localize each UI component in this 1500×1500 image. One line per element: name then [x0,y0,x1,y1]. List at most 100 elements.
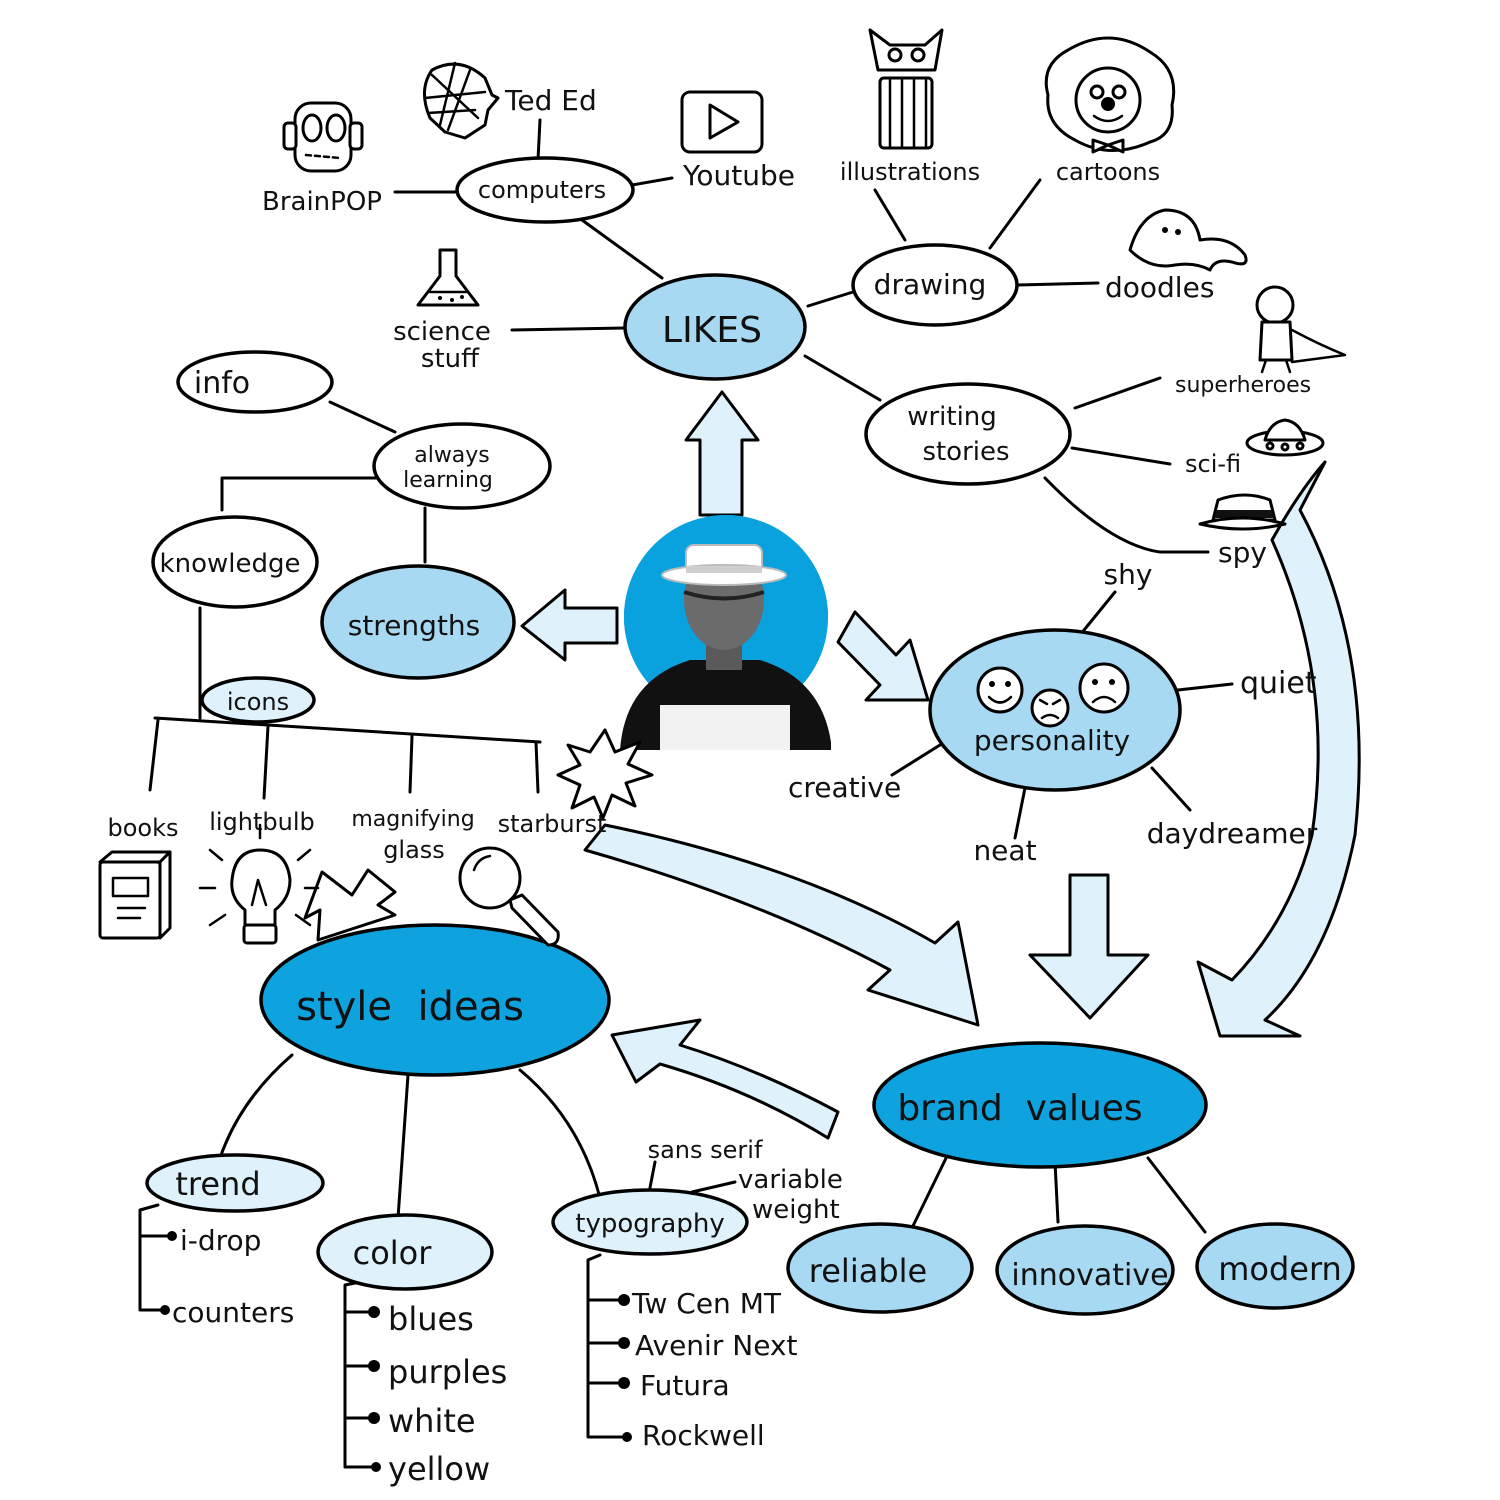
color-item-3: white [388,1402,476,1440]
modern-bubble [1195,1222,1355,1310]
arrow-left-to-strengths [520,588,619,662]
always-learning-label-1: always [414,443,490,468]
illustrations-label: illustrations [840,158,980,186]
likes-bubble [623,273,807,381]
face-icons [976,662,1130,728]
arrow-right-curve [1196,460,1361,1038]
writing-bubble [864,382,1072,486]
shy-label: shy [1104,558,1153,591]
color-item-2: purples [388,1353,507,1391]
arrow-down-to-brand [1028,873,1150,1020]
magnifying-label-2: glass [383,836,445,864]
writing-label-1: writing [907,402,997,432]
flow-arrows [303,390,1361,1140]
variable-label-1: variable [738,1165,843,1195]
trend-item-1: i-drop [180,1224,261,1257]
icons-label: icons [227,688,289,716]
neat-label: neat [973,834,1036,867]
color-label: color [353,1234,433,1272]
strengths-cluster: strengths always learning info knowledge… [107,350,607,864]
style-ideas-cluster: style ideas trend i-drop counters color … [145,923,843,1488]
ted-head-icon [423,61,500,140]
reliable-bubble [786,1222,974,1314]
info-label: info [194,366,250,401]
drawing-bubble [851,243,1019,327]
lightbulb-icon [198,823,320,945]
typography-item-2: Avenir Next [635,1329,797,1362]
drawing-label: drawing [874,268,987,301]
lightbulb-label: lightbulb [209,808,315,836]
strengths-label: strengths [348,609,481,642]
clown-icon [1044,36,1176,154]
computers-bubble [455,156,635,224]
info-bubble [176,350,334,414]
arrow-icons-to-brand [583,823,980,1027]
typography-bubble [551,1188,749,1256]
icons-bubble [200,676,316,724]
arrow-to-personality [836,610,930,702]
strengths-bubble [320,564,516,680]
magnifying-glass-icon [458,846,560,947]
always-learning-label-2: learning [403,468,493,493]
connector-lines [138,118,1234,1469]
trend-bubble [145,1153,325,1213]
trend-item-2: counters [172,1296,294,1329]
color-item-4: yellow [388,1450,490,1488]
always-learning-bubble [372,422,552,510]
ghost-icon [1128,208,1248,272]
brand-values-label: brand values [897,1088,1142,1129]
daydreamer-label: daydreamer [1147,817,1318,850]
starburst-icon [556,728,654,820]
robot-icon [282,101,364,173]
science-label-1: science [393,317,491,347]
style-ideas-label: style ideas [296,984,524,1030]
modern-label: modern [1218,1250,1342,1288]
flask-icon [416,248,480,307]
sans-serif-label: sans serif [648,1136,763,1164]
color-item-1: blues [388,1300,474,1338]
youtube-icon [680,90,764,154]
avatar-portrait [620,515,831,750]
typography-item-1: Tw Cen MT [631,1287,782,1320]
knowledge-bubble [151,515,319,609]
creative-label: creative [788,771,901,804]
youtube-label: Youtube [682,159,795,192]
scifi-label: sci-fi [1185,450,1241,478]
brand-values-cluster: brand values reliable innovative modern [786,1041,1355,1316]
ufo-icon [1245,418,1325,457]
arrow-down-to-style [303,868,397,942]
trend-label: trend [175,1165,260,1203]
cat-icon [868,28,944,150]
personality-cluster: personality shy quiet creative neat dayd… [788,558,1318,867]
brand-values-bubble [872,1041,1208,1169]
typography-label: typography [575,1209,725,1239]
doodles-label: doodles [1105,271,1214,304]
magnifying-label-1: magnifying [351,807,474,832]
bullet-dots [160,1231,632,1472]
knowledge-label: knowledge [160,549,301,579]
superhero-icon [1255,285,1347,374]
likes-label: LIKES [662,310,762,351]
book-icon [98,850,172,940]
typography-item-4: Rockwell [642,1419,765,1452]
reliable-label: reliable [809,1252,927,1290]
starburst-label: starburst [498,810,607,838]
innovative-bubble [995,1224,1175,1316]
arrow-up-to-likes [684,390,760,517]
writing-label-2: stories [922,437,1009,467]
brainpop-label: BrainPOP [262,187,382,217]
spy-hat-icon [1198,493,1287,531]
arrow-brand-to-style [610,1018,840,1140]
science-label-2: stuff [421,344,480,374]
computers-label: computers [478,176,606,204]
color-bubble [316,1213,494,1291]
quiet-label: quiet [1240,666,1317,701]
superheroes-label: superheroes [1175,373,1311,398]
cartoons-label: cartoons [1056,158,1160,186]
books-label: books [107,814,178,842]
ted-ed-label: Ted Ed [504,84,597,117]
typography-item-3: Futura [640,1369,730,1402]
likes-cluster: LIKES computers BrainPOP Ted Ed Youtube … [262,84,1311,569]
variable-label-2: weight [752,1195,840,1225]
